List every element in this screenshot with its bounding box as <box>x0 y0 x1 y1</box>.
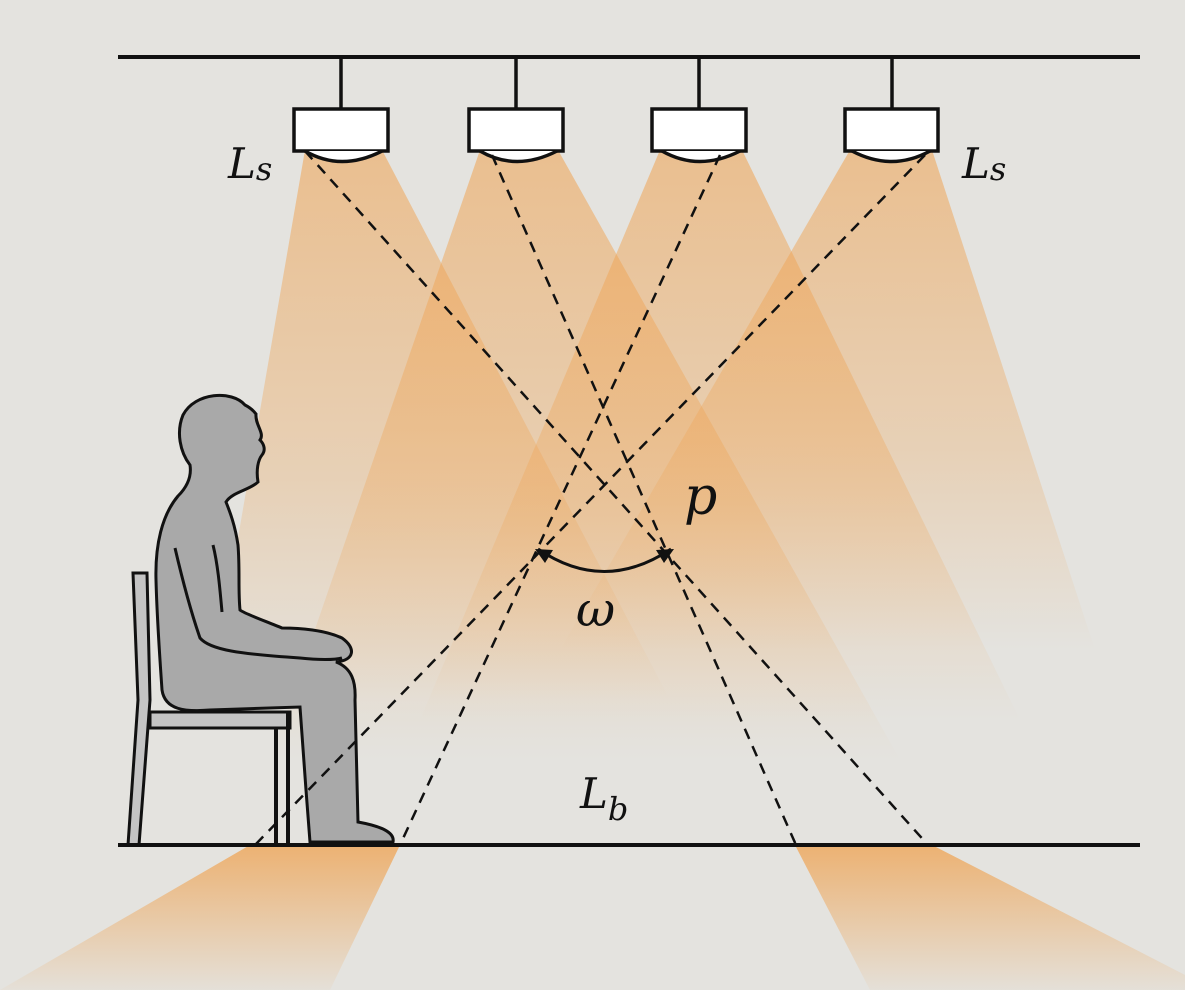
luminaire-2 <box>467 57 565 164</box>
luminaire-1 <box>292 57 390 164</box>
seated-person <box>154 393 395 844</box>
light-cones <box>210 150 1095 760</box>
label-background: Lb <box>579 769 628 828</box>
luminaire-4 <box>843 57 940 164</box>
sight-line-1 <box>304 150 929 846</box>
sight-line-2 <box>490 154 798 846</box>
chair <box>126 571 292 847</box>
luminaire-3 <box>650 57 748 164</box>
angle-arrow-left <box>535 549 553 563</box>
sight-lines <box>254 150 929 846</box>
angle-arc <box>537 547 672 573</box>
floor-light-left <box>0 845 400 990</box>
label-source-right: Ls <box>961 139 1006 188</box>
angle-arrow-right <box>656 549 674 563</box>
label-source-left: Ls <box>227 139 272 188</box>
light-cone-4 <box>560 150 1095 650</box>
label-angle: ω <box>576 582 615 638</box>
luminaires <box>292 57 940 164</box>
sight-line-4 <box>254 154 926 846</box>
sight-line-3 <box>398 154 722 846</box>
floor-light-right <box>795 845 1185 990</box>
label-point: p <box>684 467 717 527</box>
